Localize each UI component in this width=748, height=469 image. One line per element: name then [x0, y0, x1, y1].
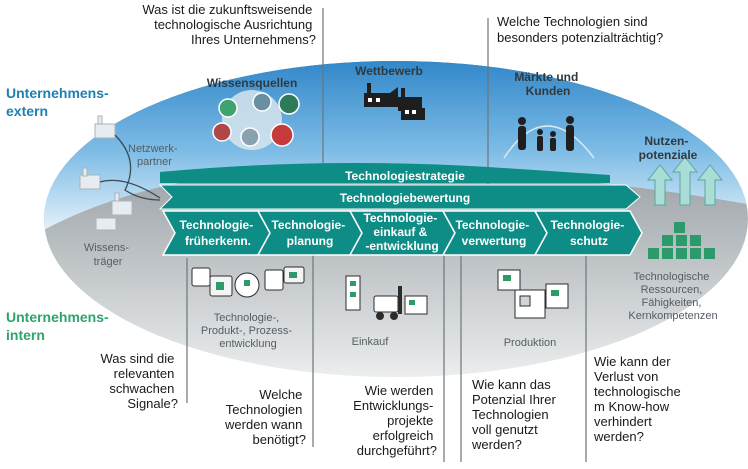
phase-planung-label: Technologie- planung	[271, 218, 348, 248]
area-extern-label: Unternehmens- extern	[6, 85, 113, 119]
wissensquellen-label: Wissensquellen	[207, 76, 298, 90]
wissenstraeger-label: Wissens- träger	[84, 242, 132, 268]
produktion-machines-icon	[497, 269, 569, 319]
netzwerkpartner-factories-icon	[79, 115, 161, 231]
phase-frueherkennung-label: Technologie- früherkenn.	[179, 218, 256, 248]
wissensquellen-globe-icon	[212, 90, 300, 150]
phase-schutz	[533, 210, 643, 256]
netzwerkpartner-label: Netzwerk- partner	[128, 143, 181, 168]
einkauf-forklift-icon	[345, 275, 428, 320]
extern-sky	[44, 61, 748, 232]
nutzenpotenziale-arrows-icon	[646, 156, 724, 206]
ressourcen-blocks-icon	[648, 222, 715, 259]
nutzenpotenziale-label: Nutzen- potenziale	[639, 134, 698, 162]
phase-chevrons: Technologie- früherkenn. Technologie- pl…	[161, 210, 643, 256]
question-wann: Welche Technologien werden wann benötigt…	[224, 387, 306, 447]
question-signale: Was sind die relevanten schwachen Signal…	[100, 351, 178, 411]
question-projekte: Wie werden Entwicklungs- projekte erfolg…	[353, 383, 437, 458]
wettbewerb-factory-icon	[364, 83, 425, 120]
phase-einkauf-entwicklung-label: Technologie- einkauf & -entwicklung	[363, 211, 440, 253]
technologiestrategie-label: Technologiestrategie	[345, 169, 465, 183]
phase-verwertung-label: Technologie- verwertung	[455, 218, 532, 248]
question-leader-lines	[186, 8, 587, 462]
einkauf-label: Einkauf	[352, 336, 390, 348]
wettbewerb-label: Wettbewerb	[355, 64, 423, 78]
phase-schutz-label: Technologie- schutz	[550, 218, 627, 248]
entwicklung-label: Technologie-, Produkt-, Prozess- entwick…	[201, 312, 295, 350]
area-intern-label: Unternehmens- intern	[6, 309, 113, 343]
technologiestrategie-band	[160, 163, 610, 183]
question-genutzt: Wie kann das Potenzial Ihrer Technologie…	[471, 377, 559, 452]
question-potenzial: Welche Technologien sind besonders poten…	[497, 14, 663, 45]
question-ausrichtung: Was ist die zukunftsweisende technologis…	[142, 2, 316, 47]
technologiebewertung-band	[158, 184, 641, 210]
maerkte-kunden-family-icon	[503, 116, 595, 159]
entwicklung-people-icon	[191, 266, 305, 298]
ressourcen-label: Technologische Ressourcen, Fähigkeiten, …	[628, 271, 717, 322]
maerkte-kunden-label: Märkte und Kunden	[514, 70, 581, 98]
question-knowhow: Wie kann der Verlust von technologische …	[593, 354, 684, 444]
technologiebewertung-label: Technologiebewertung	[340, 191, 470, 205]
produktion-label: Produktion	[504, 337, 557, 349]
